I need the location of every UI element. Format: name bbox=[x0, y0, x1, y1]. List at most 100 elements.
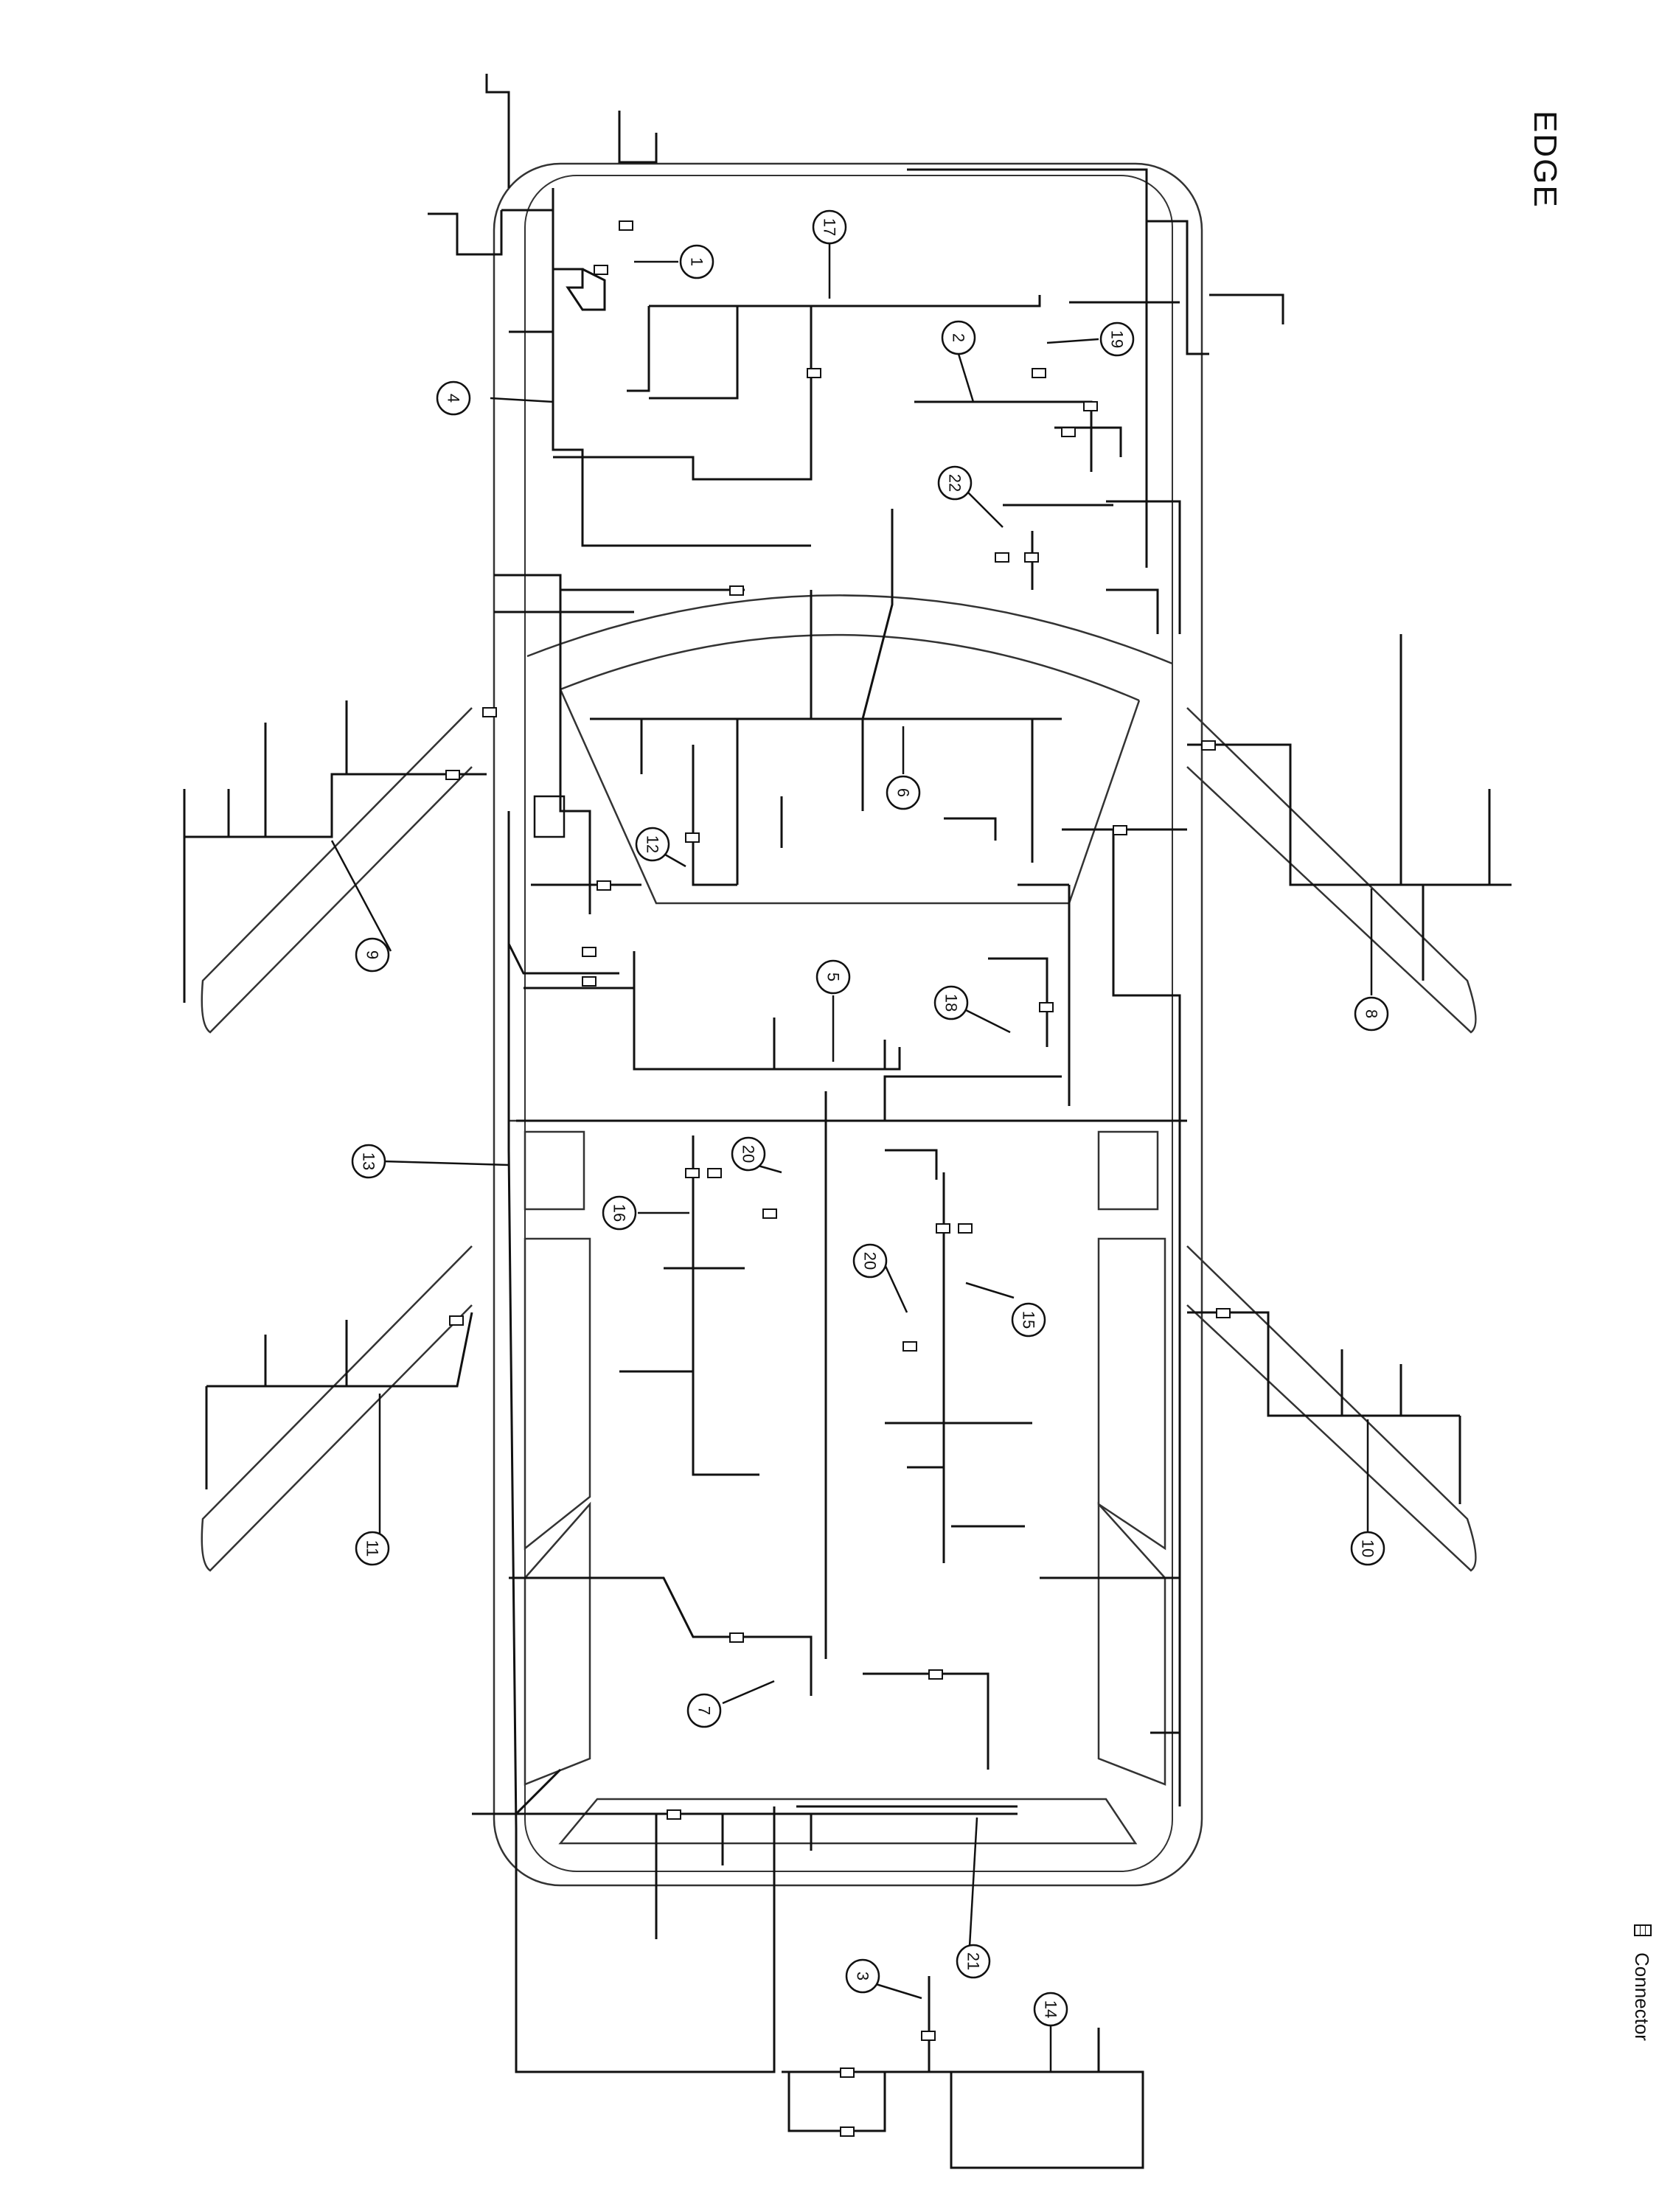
seat-rear-right bbox=[1097, 1237, 1166, 1551]
trunk-left bbox=[524, 1501, 591, 1786]
connector-6a bbox=[729, 585, 744, 596]
callout-labels: 1 2 3 4 5 6 7 8 9 10 11 12 13 14 15 16 1… bbox=[360, 218, 1381, 2018]
connector-5a bbox=[582, 947, 597, 957]
callout-label-12: 12 bbox=[644, 835, 662, 853]
connector-1 bbox=[619, 220, 633, 231]
connector-17 bbox=[807, 368, 821, 378]
callout-label-15: 15 bbox=[1020, 1311, 1038, 1329]
callout-circle-13 bbox=[351, 1144, 386, 1179]
callout-circle-19 bbox=[1099, 321, 1135, 357]
callout-circle-9 bbox=[355, 937, 390, 973]
windshield-outer bbox=[526, 594, 1173, 665]
connector-1b bbox=[594, 265, 608, 275]
arrow-20b bbox=[883, 1264, 908, 1313]
callout-circle-1 bbox=[679, 244, 714, 279]
callout-circle-3 bbox=[845, 1958, 880, 1994]
seat-front-right bbox=[1097, 1130, 1159, 1211]
arrow-7 bbox=[722, 1680, 775, 1705]
connector-3 bbox=[921, 2031, 936, 2041]
callout-label-22: 22 bbox=[946, 474, 964, 492]
arrow-18 bbox=[965, 1009, 1011, 1034]
callout-label-20a: 20 bbox=[740, 1145, 758, 1163]
connector-22b bbox=[1024, 552, 1039, 563]
junction-block bbox=[533, 795, 566, 838]
arrow-2 bbox=[957, 353, 975, 403]
harness-wiring bbox=[183, 74, 1512, 2169]
arrow-13 bbox=[383, 1160, 509, 1166]
connector-instrument bbox=[597, 880, 611, 891]
arrow-15 bbox=[965, 1281, 1015, 1299]
connector-22a bbox=[995, 552, 1009, 563]
connector-15b bbox=[958, 1223, 973, 1234]
harness-16 bbox=[692, 1135, 759, 1476]
connector-2b bbox=[1061, 427, 1076, 437]
callout-circle-11 bbox=[355, 1531, 390, 1566]
connector-trunk-b bbox=[840, 2126, 855, 2137]
callout-circle-22 bbox=[937, 465, 973, 501]
body-outline bbox=[493, 162, 1203, 1887]
callouts bbox=[330, 209, 1389, 2072]
door-front-left bbox=[201, 707, 473, 1034]
harness-instrument-left bbox=[494, 574, 591, 914]
callout-circle-7 bbox=[686, 1693, 722, 1728]
callout-label-9: 9 bbox=[364, 950, 382, 959]
callout-circle-2 bbox=[941, 320, 976, 355]
connector-20a bbox=[762, 1208, 777, 1219]
harness-10 bbox=[1187, 1311, 1460, 1417]
instrument-panel bbox=[559, 689, 1141, 905]
harness-17 bbox=[649, 295, 1041, 307]
callout-label-16: 16 bbox=[611, 1204, 629, 1222]
callout-circle-20a bbox=[731, 1136, 766, 1172]
harness-11 bbox=[206, 1312, 473, 1388]
connector-16b bbox=[707, 1168, 722, 1178]
door-rear-right bbox=[1186, 1245, 1477, 1572]
connector-9b bbox=[445, 770, 460, 780]
callout-circle-21 bbox=[956, 1944, 991, 1979]
connector-2 bbox=[1083, 401, 1098, 411]
callout-label-11: 11 bbox=[364, 1540, 382, 1557]
connector-21 bbox=[667, 1809, 681, 1820]
seat-rear-left bbox=[524, 1237, 591, 1551]
harness-14 bbox=[950, 2070, 1144, 2169]
connector-icon bbox=[1634, 1924, 1652, 1936]
connector-center bbox=[928, 1669, 943, 1680]
callout-circle-5 bbox=[815, 959, 851, 995]
harness-5 bbox=[633, 951, 901, 1071]
arrow-9 bbox=[330, 840, 392, 952]
arrow-4 bbox=[490, 397, 554, 403]
callout-label-6: 6 bbox=[894, 788, 913, 797]
callout-label-4: 4 bbox=[445, 394, 463, 403]
arrow-3 bbox=[873, 1982, 922, 2000]
callout-label-1: 1 bbox=[688, 257, 706, 266]
connector-16a bbox=[685, 1168, 700, 1178]
callout-label-2: 2 bbox=[950, 333, 968, 342]
harness-8 bbox=[1187, 743, 1512, 886]
connector-20b bbox=[902, 1341, 917, 1352]
connector-7 bbox=[729, 1632, 744, 1643]
callout-label-5: 5 bbox=[824, 973, 843, 981]
callout-label-13: 13 bbox=[360, 1152, 378, 1170]
callout-circle-16 bbox=[602, 1195, 637, 1231]
callout-label-14: 14 bbox=[1042, 2000, 1060, 2018]
callout-label-18: 18 bbox=[942, 994, 961, 1012]
callout-label-7: 7 bbox=[695, 1706, 714, 1715]
callout-label-21: 21 bbox=[964, 1952, 983, 1970]
connector-12 bbox=[685, 832, 700, 843]
callout-circle-18 bbox=[933, 985, 969, 1020]
callout-circle-6 bbox=[886, 775, 921, 810]
arrow-21 bbox=[968, 1817, 978, 1947]
callout-circle-17 bbox=[812, 209, 847, 245]
callout-circle-14 bbox=[1033, 1992, 1068, 2027]
callout-circle-10 bbox=[1350, 1531, 1385, 1566]
vehicle-outline bbox=[201, 162, 1477, 1887]
callout-circle-15 bbox=[1011, 1302, 1046, 1338]
trunk-right bbox=[1097, 1501, 1166, 1786]
door-front-right bbox=[1186, 707, 1477, 1034]
body-inner-outline bbox=[524, 175, 1173, 1872]
callout-label-17: 17 bbox=[821, 218, 839, 236]
connector-18 bbox=[1039, 1002, 1054, 1012]
connector-15a bbox=[936, 1223, 950, 1234]
callout-circle-20b bbox=[852, 1243, 888, 1279]
connector-8a bbox=[1113, 825, 1127, 835]
connector-trunk-a bbox=[840, 2067, 855, 2078]
